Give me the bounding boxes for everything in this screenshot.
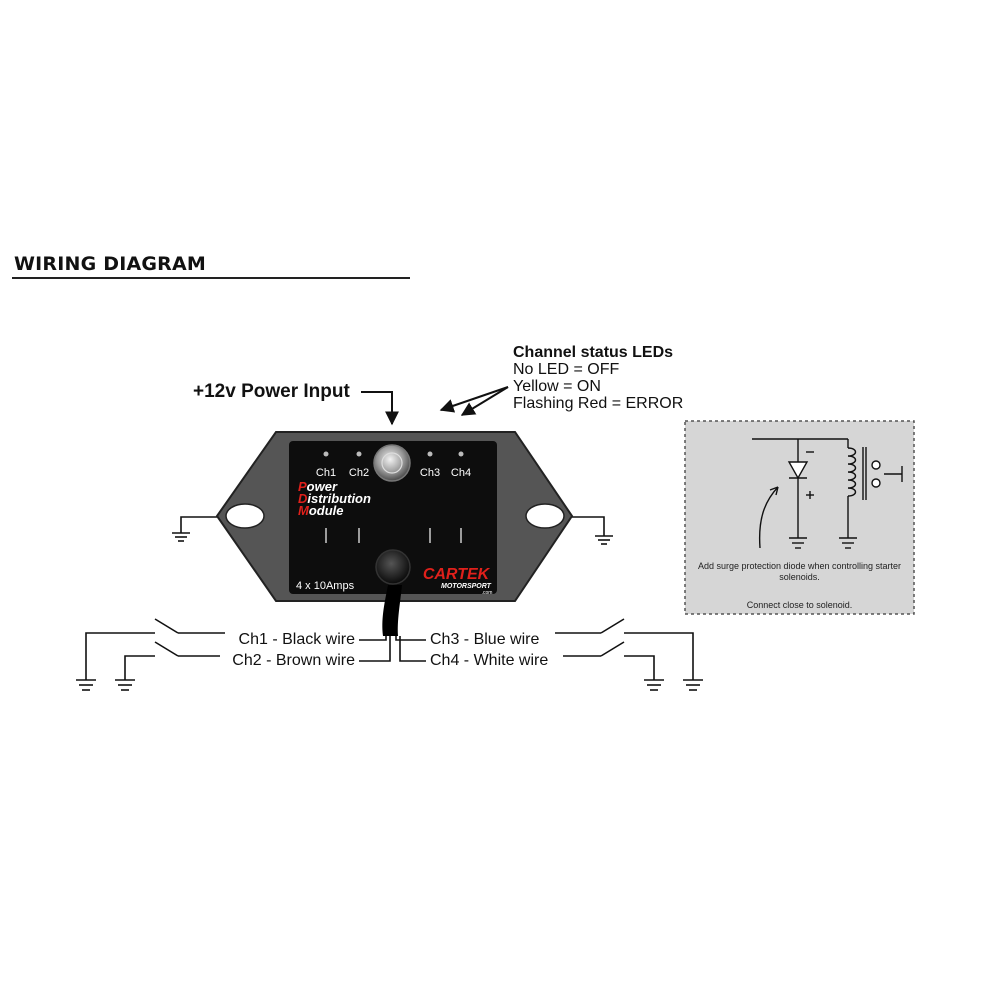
power-input-arrow	[361, 391, 399, 426]
module-rating: 4 x 10Amps	[296, 580, 355, 592]
wire-label-ch2: Ch2 - Brown wire	[232, 652, 355, 669]
power-terminal-knob	[373, 444, 411, 482]
led-ch3	[427, 451, 433, 457]
wire-label-ch1: Ch1 - Black wire	[239, 631, 356, 648]
brand-domain: .com	[482, 590, 493, 596]
relay-contact-top	[871, 460, 881, 470]
relay-contact-bottom	[871, 478, 881, 488]
switch-ch1	[76, 618, 225, 691]
channel-label-ch2: Ch2	[349, 467, 369, 479]
switch-ch2	[115, 641, 220, 691]
module-name-initial-m: M	[298, 503, 310, 518]
diode-callout-line	[758, 486, 779, 549]
switch-ch3	[555, 618, 703, 691]
module-name: Power Distribution Module	[298, 479, 371, 518]
channel-label-ch1: Ch1	[316, 467, 336, 479]
module-face	[289, 441, 497, 594]
diode-symbol	[787, 461, 809, 480]
switch-ch4	[563, 641, 664, 691]
section-heading: WIRING DIAGRAM	[14, 253, 207, 275]
right-tab-ground	[570, 516, 613, 545]
led-arrow-right	[460, 386, 509, 416]
led-ch2	[356, 451, 362, 457]
wire-label-ch4: Ch4 - White wire	[430, 652, 548, 669]
heading-underline	[12, 277, 410, 279]
module-name-power: ower	[307, 479, 338, 494]
led-legend-title: Channel status LEDs	[513, 344, 674, 361]
led-legend-error: Flashing Red = ERROR	[513, 395, 684, 412]
inset-note: Add surge protection diode when controll…	[697, 561, 902, 582]
wire-harness	[382, 585, 402, 636]
diode-inset	[684, 420, 915, 615]
led-arrow-left	[439, 386, 509, 413]
inset-connect-note: Connect close to solenoid.	[746, 600, 853, 610]
left-mount-hole	[225, 503, 265, 529]
power-input-label: +12v Power Input	[193, 381, 350, 402]
module-name-module: odule	[309, 503, 344, 518]
channel-leds	[323, 451, 464, 457]
power-terminal-nut	[381, 452, 403, 474]
wire-fan	[359, 636, 426, 662]
module-housing	[215, 431, 574, 602]
led-legend-off: No LED = OFF	[513, 361, 620, 378]
led-legend-on: Yellow = ON	[513, 378, 601, 395]
slot-marks	[325, 528, 462, 543]
relay-coil	[847, 447, 857, 497]
module-name-initial-d: D	[298, 491, 308, 506]
brand-sub: MOTORSPORT	[441, 583, 492, 590]
module-name-initial-p: P	[298, 479, 307, 494]
svg-text:Power: Power	[298, 479, 338, 494]
cable-grommet	[375, 549, 411, 585]
svg-text:Module: Module	[298, 503, 344, 518]
svg-text:Distribution: Distribution	[298, 491, 371, 506]
led-ch4	[458, 451, 464, 457]
right-mount-hole	[525, 503, 565, 529]
wire-label-ch3: Ch3 - Blue wire	[430, 631, 539, 648]
channel-label-ch3: Ch3	[420, 467, 440, 479]
led-ch1	[323, 451, 329, 457]
module-name-distribution: istribution	[307, 491, 371, 506]
channel-label-ch4: Ch4	[451, 467, 471, 479]
brand-logo: CARTEK	[423, 566, 491, 583]
left-tab-ground	[172, 516, 218, 542]
